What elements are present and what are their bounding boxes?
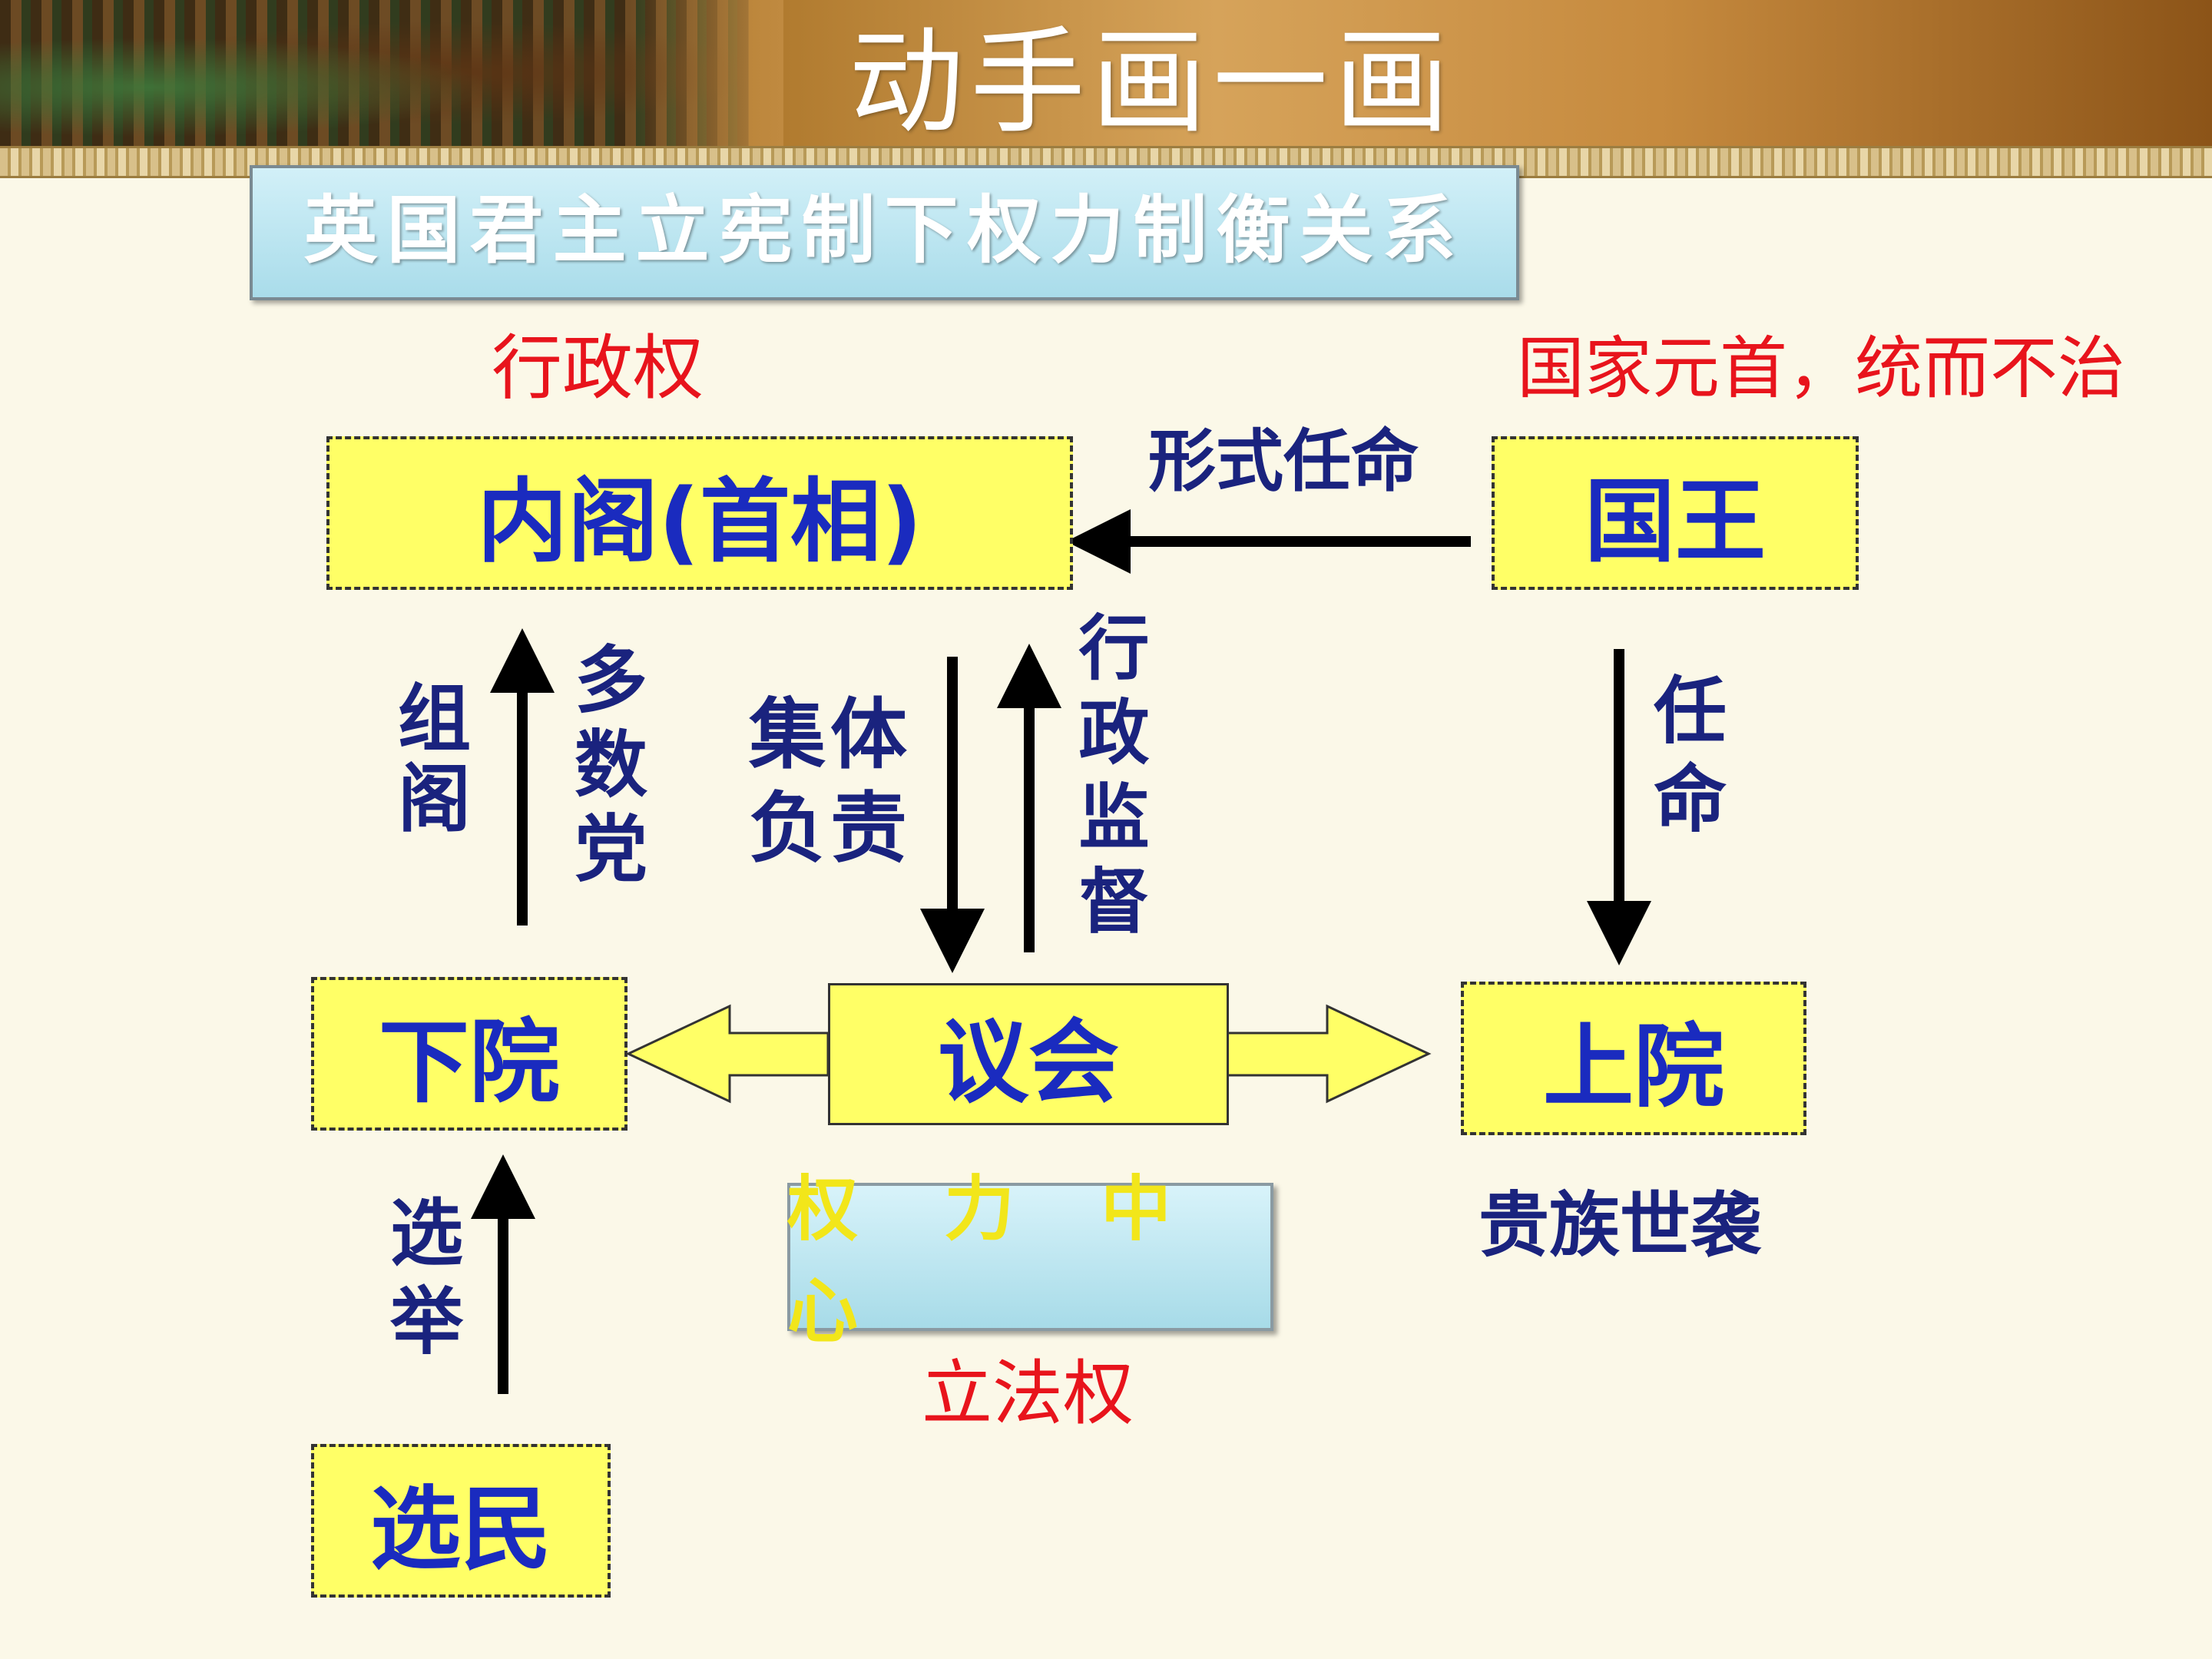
commons-label: 下院	[378, 1008, 560, 1115]
power-center-label: 权 力 中 心	[787, 1167, 1203, 1353]
form-cabinet-label: 组阁	[386, 680, 471, 841]
majority-party-label: 多数党	[562, 641, 647, 895]
parliament-label: 议会	[937, 1009, 1119, 1115]
legislative-power-label: 立法权	[922, 1353, 1134, 1435]
voters-box: 选民	[311, 1444, 611, 1598]
commons-box: 下院	[311, 977, 628, 1131]
lords-box: 上院	[1461, 982, 1806, 1135]
appoint-label: 任命	[1641, 672, 1727, 849]
executive-power-label: 行政权	[492, 327, 704, 409]
subtitle-box	[250, 165, 1519, 300]
king-box: 国王	[1492, 436, 1859, 590]
formal-appointment-label: 形式任命	[1148, 421, 1419, 501]
arrow-parliament-to-lords	[1226, 1004, 1432, 1104]
king-label: 国王	[1584, 468, 1766, 575]
page-title: 动手画一画	[848, 16, 1455, 150]
arrow-parliament-to-commons	[625, 1004, 830, 1104]
hereditary-nobility-label: 贵族世袭	[1479, 1184, 1762, 1267]
cabinet-label: 内阁(首相)	[477, 468, 922, 575]
photo-fade	[630, 0, 783, 146]
elect-label: 选举	[378, 1194, 463, 1371]
parliament-photo	[0, 0, 749, 146]
parliament-box: 议会	[828, 983, 1229, 1125]
lords-label: 上院	[1542, 1013, 1724, 1120]
power-center-box	[787, 1183, 1273, 1331]
voters-label: 选民	[369, 1475, 551, 1582]
cabinet-box: 内阁(首相)	[326, 436, 1073, 590]
administrative-supervision-label: 行政监督	[1067, 611, 1150, 949]
head-of-state-label: 国家元首，统而不治	[1517, 329, 2126, 408]
subtitle: 英国君主立宪制下权力制衡关系	[303, 187, 1465, 273]
collective-responsibility-label: 集体负责	[749, 689, 912, 873]
